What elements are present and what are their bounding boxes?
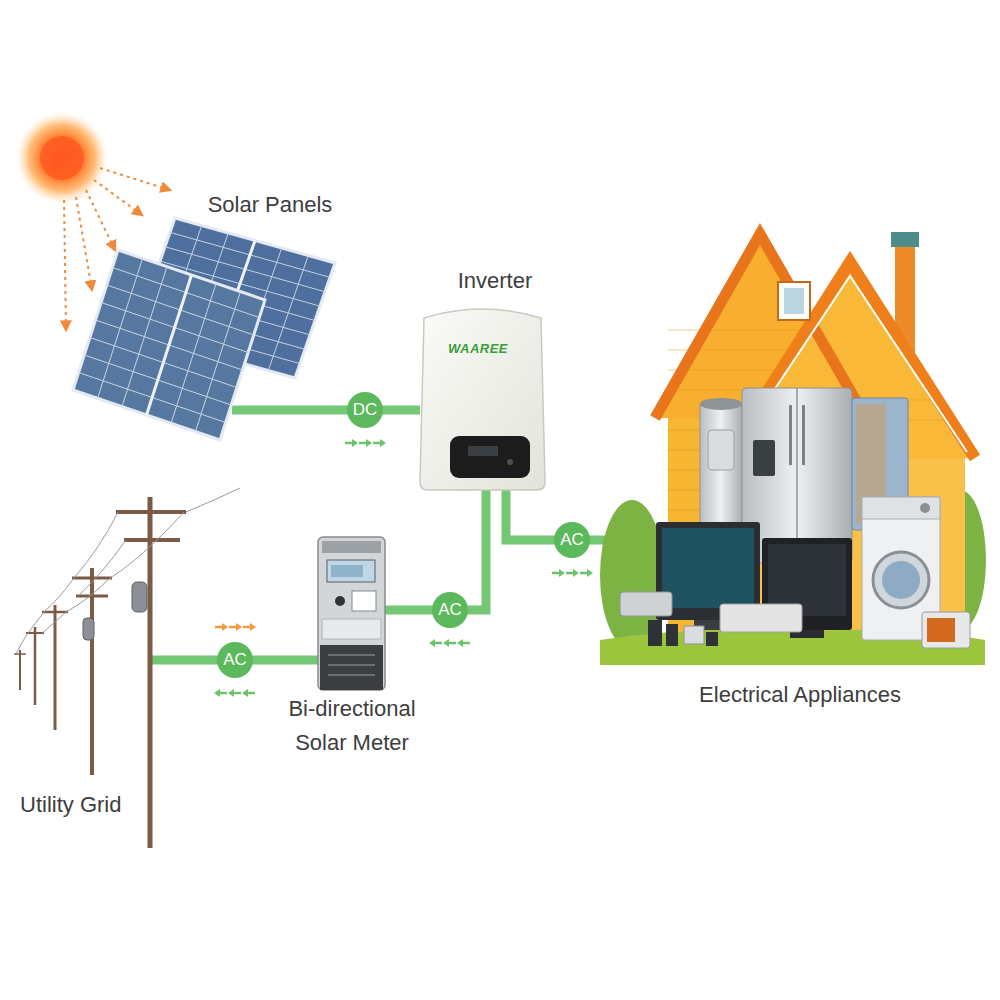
current-type-badge: DC xyxy=(347,392,383,428)
utility-poles xyxy=(14,497,186,848)
flow-arrow xyxy=(429,639,442,647)
node-label: Bi-directional Solar Meter xyxy=(267,692,437,760)
solar-panel-front xyxy=(73,250,265,440)
brand-logo: WAAREE xyxy=(448,341,508,357)
current-type-badge: AC xyxy=(217,642,253,678)
current-type-badge: AC xyxy=(554,522,590,558)
power-connection xyxy=(506,490,615,577)
inverter: InverterWAAREE xyxy=(420,305,545,490)
power-connection xyxy=(232,410,420,447)
flow-arrow xyxy=(552,569,565,577)
house xyxy=(600,232,986,665)
flow-arrow xyxy=(359,439,372,447)
current-type-badge: AC xyxy=(432,592,468,628)
flow-arrow xyxy=(228,689,241,697)
inverter-housing xyxy=(420,309,545,490)
flow-arrow xyxy=(214,689,227,697)
flow-arrow xyxy=(580,569,593,577)
solar-panels: Solar Panels xyxy=(70,240,232,465)
appliances xyxy=(620,388,970,648)
flow-arrow xyxy=(215,623,228,631)
power-line xyxy=(232,406,420,415)
sun xyxy=(16,112,108,204)
solar-meter: Bi-directional Solar Meter xyxy=(318,537,385,690)
flow-arrow xyxy=(443,639,456,647)
flow-arrow xyxy=(457,639,470,647)
power-connection xyxy=(152,623,318,697)
node-label: Utility Grid xyxy=(20,792,121,818)
node-label: Solar Panels xyxy=(208,192,333,218)
flow-arrow xyxy=(243,623,256,631)
flow-arrow xyxy=(345,439,358,447)
node-label: Electrical Appliances xyxy=(699,682,901,708)
node-label: Inverter xyxy=(458,268,533,294)
power-wires xyxy=(16,488,240,654)
utility-grid: Utility Grid xyxy=(15,497,152,849)
flow-arrow xyxy=(373,439,386,447)
power-connection xyxy=(385,490,486,647)
flow-arrow xyxy=(229,623,242,631)
flow-arrow xyxy=(242,689,255,697)
flow-arrow xyxy=(566,569,579,577)
bi-directional-meter xyxy=(318,537,385,690)
transformer xyxy=(83,582,147,640)
electrical-appliances: Electrical Appliances xyxy=(615,230,985,665)
power-line xyxy=(385,490,486,610)
